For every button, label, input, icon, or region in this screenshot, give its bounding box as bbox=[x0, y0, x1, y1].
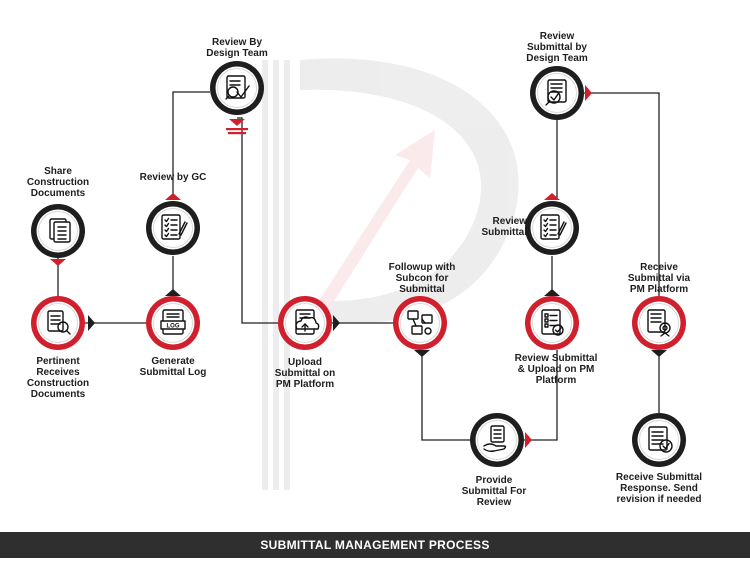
node-generate: LOG bbox=[146, 296, 200, 350]
documents-stack-icon bbox=[49, 218, 71, 243]
connector-line bbox=[524, 350, 558, 441]
node-provide bbox=[470, 413, 524, 467]
hand-document-icon bbox=[483, 425, 507, 452]
bottom-strip bbox=[0, 558, 750, 563]
node-inner-ring bbox=[537, 73, 577, 113]
node-followup bbox=[393, 296, 447, 350]
node-inner-ring bbox=[400, 303, 440, 343]
node-inner-ring bbox=[38, 303, 78, 343]
connector-line bbox=[584, 92, 660, 296]
step-label-share: Share Construction Documents bbox=[26, 166, 90, 199]
workflow-chat-icon bbox=[407, 310, 433, 335]
step-label-pertinent: Pertinent Receives Construction Document… bbox=[26, 356, 90, 400]
arrow-stripe bbox=[226, 128, 248, 131]
step-label-review-submittal: Review Submittal bbox=[481, 216, 527, 238]
step-label-receive-pm: Receive Submittal via PM Platform bbox=[627, 262, 691, 295]
node-face bbox=[398, 301, 442, 345]
node-inner-ring bbox=[153, 208, 193, 248]
document-approved-icon bbox=[648, 426, 673, 453]
arrow-right-marker bbox=[525, 432, 532, 448]
arrow-up-marker bbox=[165, 289, 181, 296]
svg-text:LOG: LOG bbox=[167, 324, 180, 330]
checklist-check-icon bbox=[541, 309, 564, 336]
arrow-down-marker bbox=[414, 350, 430, 357]
node-inner-ring bbox=[639, 420, 679, 460]
node-inner-ring bbox=[532, 208, 572, 248]
arrow-markers bbox=[50, 85, 667, 448]
watermark-logo bbox=[262, 58, 519, 490]
node-review-upload bbox=[525, 296, 579, 350]
footer-bar: SUBMITTAL MANAGEMENT PROCESS bbox=[0, 532, 750, 558]
log-file-icon: LOG bbox=[160, 309, 186, 335]
node-inner-ring bbox=[153, 303, 193, 343]
node-review-design-2 bbox=[530, 66, 584, 120]
node-receive-pm bbox=[632, 296, 686, 350]
node-receive-response bbox=[632, 413, 686, 467]
document-gear-icon bbox=[647, 309, 671, 337]
step-label-upload: Upload Submittal on PM Platform bbox=[274, 357, 336, 390]
connector-line bbox=[237, 117, 278, 324]
document-magnifier-icon bbox=[47, 310, 71, 335]
checklist-pencil-icon bbox=[161, 214, 188, 240]
arrow-stripe bbox=[228, 132, 246, 135]
node-pertinent bbox=[31, 296, 85, 350]
connector-line bbox=[172, 91, 210, 200]
node-review-gc bbox=[146, 201, 200, 255]
step-label-review-design-2: Review Submittal by Design Team bbox=[526, 31, 588, 64]
arrow-up-marker bbox=[165, 193, 181, 200]
node-share bbox=[31, 204, 85, 258]
node-inner-ring bbox=[217, 68, 257, 108]
step-label-review-gc: Review by GC bbox=[139, 172, 207, 183]
arrow-up-marker bbox=[544, 193, 560, 200]
document-magnifier-check-icon bbox=[545, 79, 567, 106]
step-label-review-design-1: Review By Design Team bbox=[206, 37, 268, 59]
step-label-followup: Followup with Subcon for Submittal bbox=[388, 262, 456, 295]
connector-line bbox=[421, 350, 470, 441]
arrow-down-marker bbox=[651, 350, 667, 357]
node-review-design-1 bbox=[210, 61, 264, 115]
cloud-upload-document-icon bbox=[295, 309, 320, 335]
arrow-right-marker bbox=[333, 315, 340, 331]
step-label-review-upload: Review Submittal & Upload on PM Platform bbox=[514, 353, 598, 386]
node-inner-ring bbox=[285, 303, 325, 343]
arrow-right-marker bbox=[88, 315, 95, 331]
node-inner-ring bbox=[532, 303, 572, 343]
node-inner-ring bbox=[477, 420, 517, 460]
node-upload bbox=[278, 296, 332, 350]
step-label-provide: Provide Submittal For Review bbox=[461, 475, 527, 508]
connectors bbox=[57, 91, 660, 441]
step-label-receive-response: Receive Submittal Response. Send revisio… bbox=[615, 472, 703, 505]
document-checkmark-magnifier-icon bbox=[225, 75, 250, 100]
node-inner-ring bbox=[639, 303, 679, 343]
node-inner-ring bbox=[38, 211, 78, 251]
arrow-up-marker bbox=[544, 289, 560, 296]
checklist-pencil-icon bbox=[540, 214, 567, 240]
step-label-generate: Generate Submittal Log bbox=[139, 356, 207, 378]
footer-title: SUBMITTAL MANAGEMENT PROCESS bbox=[260, 538, 490, 552]
arrow-down-marker bbox=[229, 119, 245, 126]
process-nodes: LOG bbox=[31, 61, 686, 467]
node-review-submittal bbox=[525, 201, 579, 255]
arrow-down-marker bbox=[50, 259, 66, 266]
arrow-right-marker bbox=[585, 85, 592, 101]
